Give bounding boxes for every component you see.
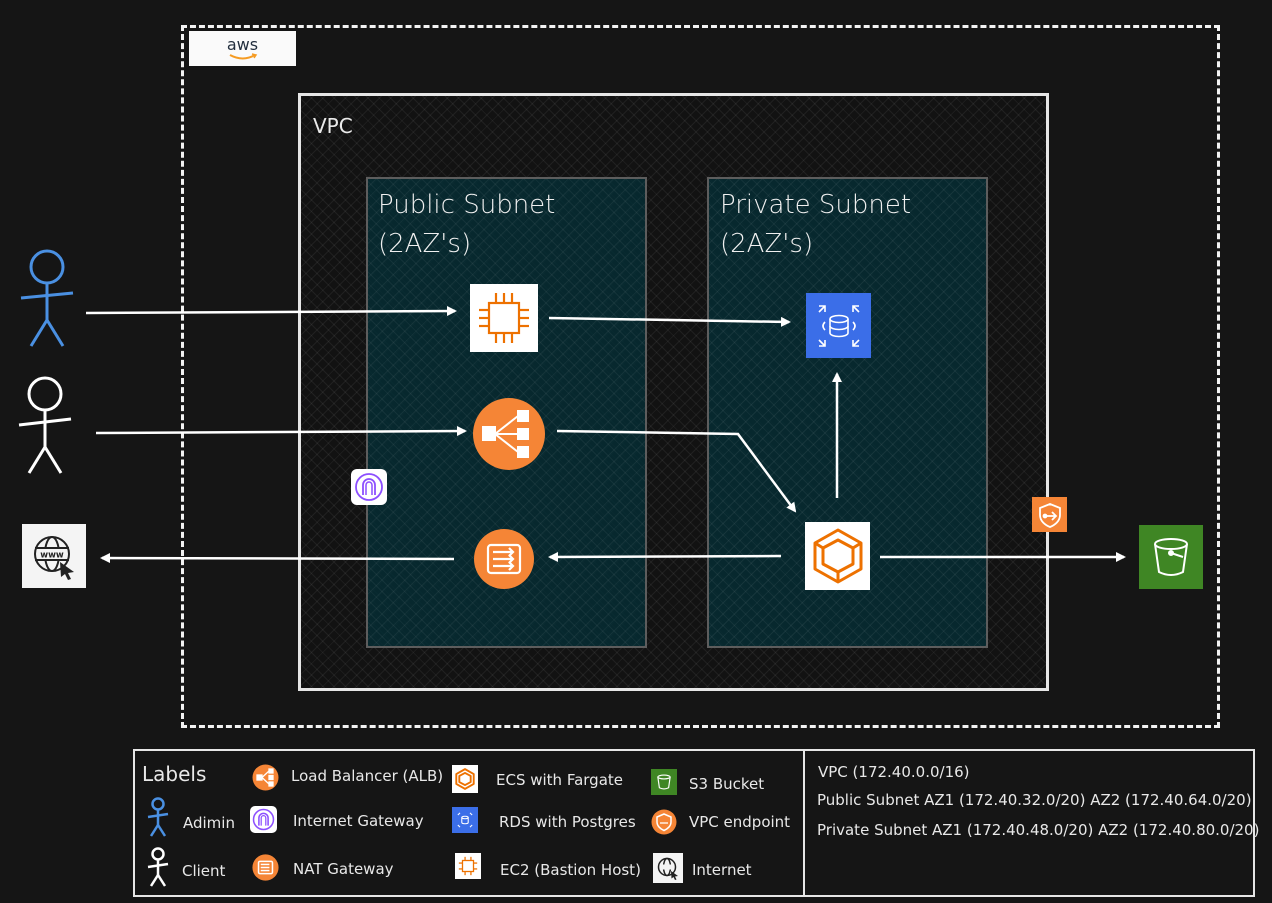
ec2-to-rds-arrow	[548, 316, 791, 327]
legend-title: Labels	[142, 762, 207, 786]
legend-internet-icon	[653, 853, 683, 883]
ecs-to-nat-arrow	[548, 551, 782, 562]
nat-gateway-icon	[473, 528, 535, 590]
legend-nat-icon	[252, 854, 279, 881]
legend-s3-label: S3 Bucket	[689, 775, 765, 793]
cidr-public-subnet: Public Subnet AZ1 (172.40.32.0/20) AZ2 (…	[817, 791, 1252, 809]
private-subnet-title-line2: (2AZ's)	[720, 229, 814, 259]
aws-logo: aws	[189, 31, 296, 66]
legend-internet-label: Internet	[692, 861, 752, 879]
public-subnet-title-line2: (2AZ's)	[378, 229, 472, 259]
internet-globe-icon: www	[22, 524, 86, 588]
legend-admin-icon	[146, 797, 170, 837]
nat-to-internet-arrow	[100, 553, 455, 564]
legend-client-icon	[146, 847, 170, 887]
ecs-fargate-icon	[805, 522, 870, 590]
s3-bucket-icon	[1139, 525, 1203, 589]
svg-text:www: www	[40, 551, 64, 561]
legend-igw-label: Internet Gateway	[293, 812, 424, 830]
cidr-private-subnet: Private Subnet AZ1 (172.40.48.0/20) AZ2 …	[817, 821, 1260, 839]
admin-to-ec2-arrow	[85, 306, 457, 317]
aws-logo-text: aws	[226, 34, 259, 54]
public-subnet-title-line1: Public Subnet	[378, 190, 556, 220]
private-subnet-title: Private Subnet (2AZ's)	[720, 186, 911, 264]
vpc-label: VPC	[313, 114, 353, 138]
ec2-bastion-icon	[470, 284, 538, 352]
admin-actor-icon	[15, 248, 79, 348]
legend-box	[133, 749, 1255, 897]
internet-gateway-icon	[351, 469, 387, 505]
legend-ecs-icon	[452, 765, 478, 793]
legend-alb-icon	[252, 764, 279, 791]
client-actor-icon	[15, 375, 79, 475]
legend-igw-icon	[250, 806, 277, 833]
cidr-vpc: VPC (172.40.0.0/16)	[818, 763, 970, 781]
legend-rds-icon	[452, 807, 478, 833]
aws-cloud-boundary	[181, 25, 1220, 728]
rds-postgres-icon	[806, 293, 871, 358]
legend-rds-label: RDS with Postgres	[499, 813, 636, 831]
private-subnet-title-line1: Private Subnet	[720, 190, 912, 220]
legend-divider	[803, 749, 805, 897]
legend-ec2-label: EC2 (Bastion Host)	[500, 861, 641, 879]
legend-nat-label: NAT Gateway	[293, 860, 394, 878]
legend-vpce-icon	[651, 809, 677, 835]
legend-admin-label: Adimin	[183, 814, 235, 832]
legend-ec2-icon	[455, 853, 481, 879]
legend-s3-icon	[651, 769, 677, 795]
alb-icon	[472, 397, 546, 471]
aws-smile-icon	[229, 52, 257, 59]
legend-ecs-label: ECS with Fargate	[496, 771, 624, 789]
legend-client-label: Client	[182, 862, 226, 880]
vpc-endpoint-icon	[1032, 497, 1067, 532]
client-to-alb-arrow	[95, 426, 467, 437]
legend-alb-label: Load Balancer (ALB)	[291, 767, 444, 785]
public-subnet-title: Public Subnet (2AZ's)	[378, 186, 555, 264]
legend-vpce-label: VPC endpoint	[689, 813, 791, 831]
alb-to-ecs-arrow	[556, 429, 797, 513]
